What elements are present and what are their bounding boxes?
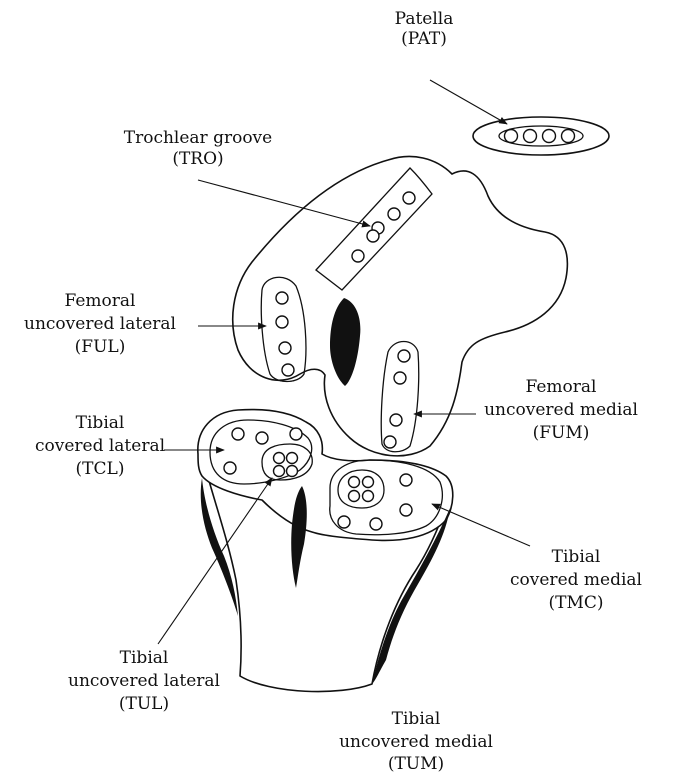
tcl-line1: Tibial	[76, 413, 125, 433]
femoral-medial-sample-site	[394, 372, 406, 384]
pat-leader	[430, 80, 507, 124]
tul-code: (TUL)	[119, 694, 169, 714]
trochlear-sample-site	[352, 250, 364, 262]
pat-name: Patella	[395, 9, 454, 29]
femoral-medial-sample-site	[384, 436, 396, 448]
patella	[473, 117, 609, 155]
tibial-lateral-cluster-site	[274, 466, 285, 477]
patella-sample-site	[543, 130, 556, 143]
ful-line1: Femoral	[65, 291, 136, 311]
tul-line2: uncovered lateral	[68, 671, 220, 691]
tmc-line2: covered medial	[510, 570, 642, 590]
femoral-lateral-sample-site	[276, 292, 288, 304]
femoral-medial-sample-site	[390, 414, 402, 426]
tro-name: Trochlear groove	[124, 128, 272, 148]
tibial-medial-cluster-site	[349, 477, 360, 488]
trochlear-sample-site	[403, 192, 415, 204]
femoral-lateral-sample-site	[279, 342, 291, 354]
trochlear-sample-site	[388, 208, 400, 220]
tum-line1: Tibial	[392, 709, 441, 729]
tmc-code: (TMC)	[548, 593, 603, 613]
tibial-medial-cluster-site	[363, 491, 374, 502]
tibial-lateral-cluster-site	[274, 453, 285, 464]
patella-outline	[473, 117, 609, 155]
tibial-lateral-sample-site	[290, 428, 302, 440]
fum-line1: Femoral	[526, 377, 597, 397]
tibial-lateral-sample-site	[232, 428, 244, 440]
tibial-medial-sample-site	[370, 518, 382, 530]
patella-sample-site	[524, 130, 537, 143]
tibial-medial-cluster-site	[363, 477, 374, 488]
patella-sample-site	[562, 130, 575, 143]
tibial-lateral-cluster-site	[287, 453, 298, 464]
tibial-medial-sample-site	[338, 516, 350, 528]
tum-line2: uncovered medial	[339, 732, 493, 752]
tibial-medial-sample-site	[400, 474, 412, 486]
tum-code: (TUM)	[388, 754, 444, 774]
fum-line2: uncovered medial	[484, 400, 638, 420]
tibial-medial-cluster-site	[349, 491, 360, 502]
trochlear-sample-site	[367, 230, 379, 242]
tibial-medial-sample-site	[400, 504, 412, 516]
femoral-medial-sample-site	[398, 350, 410, 362]
pat-code: (PAT)	[401, 29, 447, 49]
tul-line1: Tibial	[120, 648, 169, 668]
fum-code: (FUM)	[533, 423, 590, 443]
patella-sample-site	[505, 130, 518, 143]
tmc-line1: Tibial	[552, 547, 601, 567]
tibial-lateral-sample-site	[224, 462, 236, 474]
ful-line2: uncovered lateral	[24, 314, 176, 334]
tro-code: (TRO)	[172, 149, 223, 169]
tibial-lateral-sample-site	[256, 432, 268, 444]
tcl-code: (TCL)	[76, 459, 125, 479]
femoral-lateral-sample-site	[276, 316, 288, 328]
femoral-lateral-sample-site	[282, 364, 294, 376]
tcl-line2: covered lateral	[35, 436, 165, 456]
tibial-lateral-cluster-site	[287, 466, 298, 477]
tmc-leader	[432, 504, 530, 546]
ful-code: (FUL)	[75, 337, 126, 357]
